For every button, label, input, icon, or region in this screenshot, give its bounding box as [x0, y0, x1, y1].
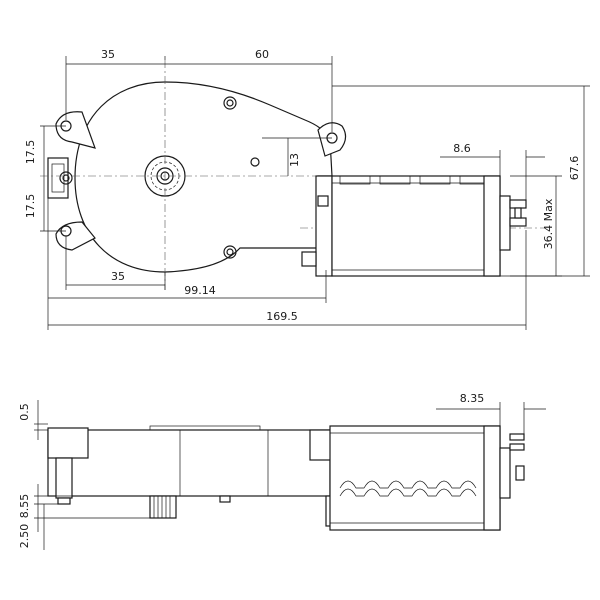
motor-can — [331, 175, 501, 277]
screw-bottom-inner — [226, 248, 234, 256]
dim-67-6: 67.6 — [568, 156, 581, 181]
side-motor-can-wave-2 — [339, 480, 477, 489]
motor-end-cap — [483, 175, 501, 277]
motor-end-bearing — [499, 195, 511, 251]
motor-terminal-lower — [509, 217, 527, 227]
dim-8-6: 8.6 — [453, 142, 471, 155]
dim-99-14: 99.14 — [184, 284, 216, 297]
left-clamp-inner — [51, 163, 65, 193]
dim-35-bottom: 35 — [111, 270, 125, 283]
motor-terminal-upper — [509, 199, 527, 209]
mounting-hole-center-left-inner — [62, 174, 70, 182]
dim-36-4-max: 36.4 Max — [542, 198, 555, 249]
side-motor-can — [329, 425, 501, 531]
side-output-gear-teeth — [153, 496, 171, 518]
gearbox-housing-outline — [74, 81, 333, 273]
side-motor-can-wave — [339, 488, 477, 497]
motor-can-vent-top — [339, 176, 491, 185]
side-left-post-tip — [57, 497, 71, 505]
right-ear — [317, 122, 347, 157]
dim-0-5: 0.5 — [18, 403, 31, 421]
mounting-hole-center-left — [59, 171, 73, 185]
top-view: 35 60 17.5 17.5 13 8.6 67.6 — [24, 48, 590, 330]
left-clamp — [47, 157, 69, 199]
side-top-rib — [149, 425, 261, 431]
side-motor-bearing — [499, 447, 511, 499]
side-terminal-post — [515, 465, 525, 481]
dim-2-50: 2.50 — [18, 524, 31, 549]
motor-flange — [315, 175, 333, 277]
motor-flange-tab — [301, 251, 317, 267]
side-left-post — [55, 457, 73, 499]
motor-flange-tab-top — [317, 195, 329, 207]
dim-35-top: 35 — [101, 48, 115, 61]
dim-60: 60 — [255, 48, 269, 61]
dim-8-55: 8.55 — [18, 494, 31, 519]
screw-bottom — [223, 245, 237, 259]
screw-top-inner — [226, 99, 234, 107]
hole-small — [250, 157, 260, 167]
dim-169-5: 169.5 — [266, 310, 298, 323]
motor-terminal-post — [514, 207, 522, 219]
dim-17-5-upper: 17.5 — [24, 140, 37, 165]
side-left-lug — [47, 427, 89, 459]
dim-17-5-lower: 17.5 — [24, 194, 37, 219]
dim-13: 13 — [288, 153, 301, 167]
side-view: 0.5 8.55 2.50 8.35 — [18, 392, 546, 550]
side-terminal-lower — [509, 443, 525, 451]
side-motor-end-cap — [483, 425, 501, 531]
screw-top — [223, 96, 237, 110]
side-terminal-upper — [509, 433, 525, 441]
side-gearbox-body — [47, 429, 331, 497]
dim-8-35: 8.35 — [460, 392, 485, 405]
side-small-boss — [219, 495, 231, 503]
